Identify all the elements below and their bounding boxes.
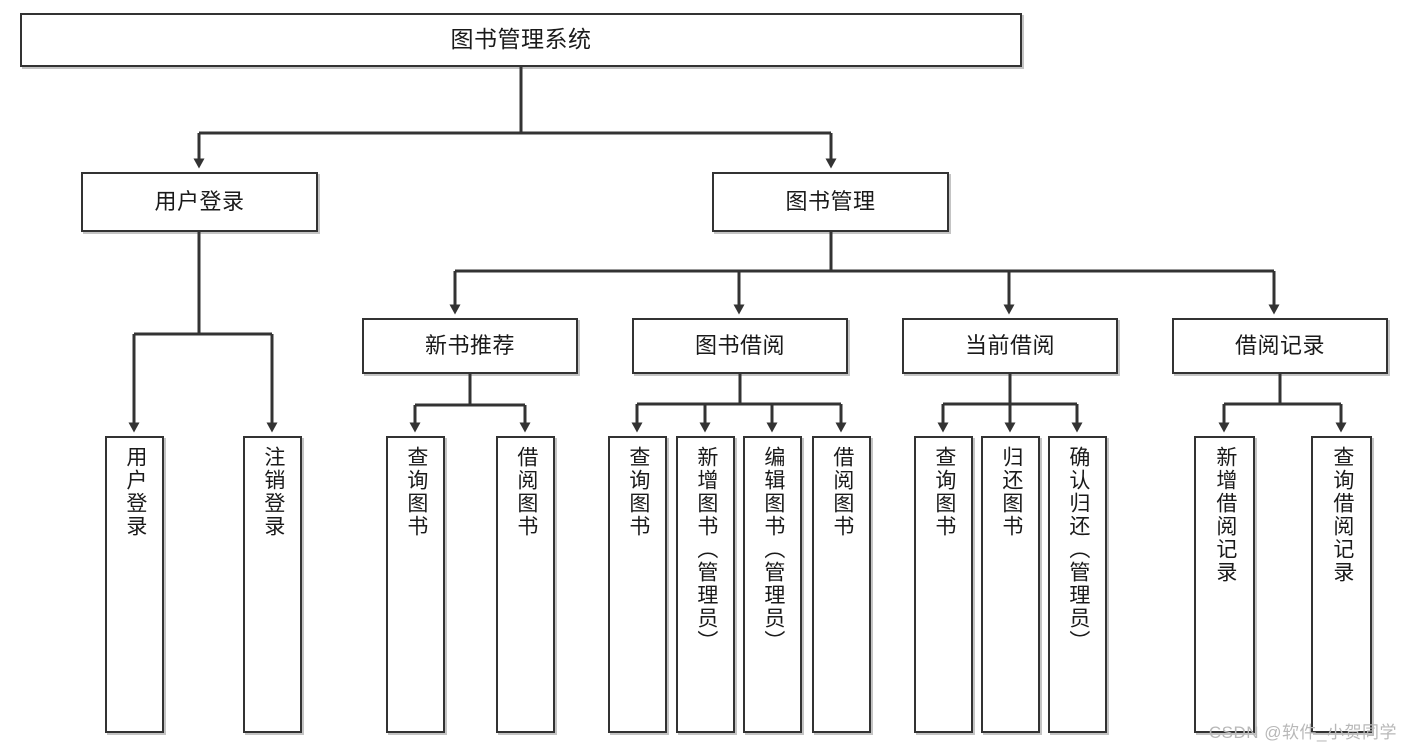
node-book-borrow[interactable]: 图书借阅 [632, 318, 848, 374]
node-label: 查询图书 [626, 446, 650, 538]
node-label: 新增借阅记录 [1213, 446, 1237, 584]
leaf-borrow-book-recommend[interactable]: 借阅图书 [496, 436, 555, 733]
node-borrow-records[interactable]: 借阅记录 [1172, 318, 1388, 374]
node-label: 借阅记录 [1234, 333, 1325, 359]
node-label: 借阅图书 [514, 446, 538, 538]
node-label: 确认归还（管理员） [1066, 446, 1090, 653]
leaf-add-borrow-record[interactable]: 新增借阅记录 [1194, 436, 1255, 733]
node-label: 编辑图书（管理员） [761, 446, 785, 653]
node-label: 当前借阅 [964, 333, 1055, 359]
leaf-return-book[interactable]: 归还图书 [981, 436, 1040, 733]
node-label: 图书管理 [785, 189, 876, 215]
node-label: 查询借阅记录 [1330, 446, 1354, 584]
leaf-add-book-admin[interactable]: 新增图书（管理员） [676, 436, 735, 733]
leaf-confirm-return-admin[interactable]: 确认归还（管理员） [1048, 436, 1107, 733]
leaf-query-borrow-record[interactable]: 查询借阅记录 [1311, 436, 1372, 733]
node-user-login[interactable]: 用户登录 [81, 172, 318, 232]
node-label: 查询图书 [404, 446, 428, 538]
node-label: 新书推荐 [424, 333, 515, 359]
node-label: 用户登录 [154, 189, 245, 215]
leaf-edit-book-admin[interactable]: 编辑图书（管理员） [743, 436, 802, 733]
watermark-text: CSDN @软件_小贺同学 [1208, 723, 1397, 742]
leaf-borrow-book[interactable]: 借阅图书 [812, 436, 871, 733]
leaf-query-book-recommend[interactable]: 查询图书 [386, 436, 445, 733]
leaf-query-book-borrow[interactable]: 查询图书 [608, 436, 667, 733]
leaf-logout[interactable]: 注销登录 [243, 436, 302, 733]
node-label: 归还图书 [999, 446, 1023, 538]
node-label: 图书管理系统 [450, 26, 592, 53]
node-new-book-recommend[interactable]: 新书推荐 [362, 318, 578, 374]
node-root-system[interactable]: 图书管理系统 [20, 13, 1022, 67]
leaf-query-book-current[interactable]: 查询图书 [914, 436, 973, 733]
node-label: 新增图书（管理员） [694, 446, 718, 653]
node-book-management[interactable]: 图书管理 [712, 172, 949, 232]
leaf-user-login[interactable]: 用户登录 [105, 436, 164, 733]
node-label: 查询图书 [932, 446, 956, 538]
node-label: 图书借阅 [694, 333, 785, 359]
node-label: 注销登录 [261, 446, 285, 538]
node-label: 借阅图书 [830, 446, 854, 538]
node-current-borrow[interactable]: 当前借阅 [902, 318, 1118, 374]
node-label: 用户登录 [123, 446, 147, 538]
